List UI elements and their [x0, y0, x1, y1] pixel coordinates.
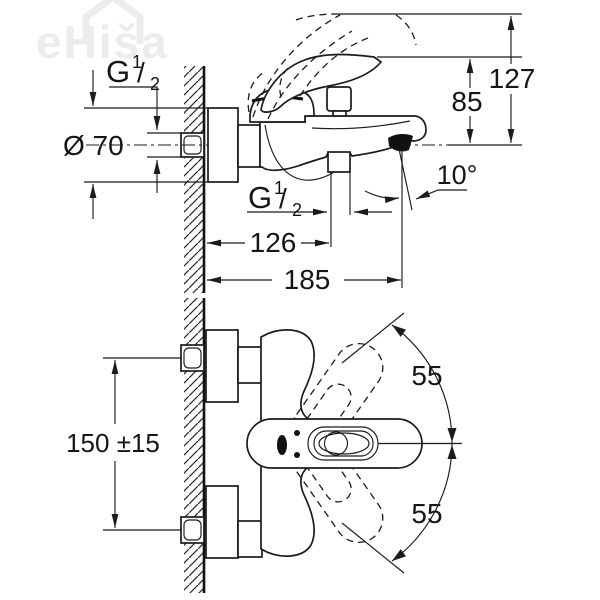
dim-85-label: 85	[451, 86, 482, 117]
dim-85: 85	[451, 59, 483, 143]
watermark: eHiša	[36, 0, 169, 68]
dim-185: 185	[207, 264, 401, 295]
inlet-connection-bottom	[180, 485, 263, 559]
dim-185-label: 185	[284, 264, 331, 295]
swing-arc	[391, 324, 453, 562]
watermark-text: eHiša	[36, 16, 169, 68]
diverter-knob	[326, 86, 352, 112]
inlet-connection-top	[180, 329, 263, 403]
union-connector-side	[237, 124, 261, 168]
dim-thread-top: G 1 / 2	[106, 52, 161, 193]
spout-top-detail-line	[311, 120, 411, 130]
svg-text:/: /	[137, 57, 145, 88]
union-top	[237, 346, 263, 384]
dim-127: 127	[489, 16, 536, 143]
front-view: 150 ±15 55 55	[66, 298, 462, 593]
svg-text:2: 2	[150, 74, 160, 94]
lever-knob-circle	[323, 431, 349, 456]
dim-150-label: 150 ±15	[66, 428, 160, 458]
thread-bottom-label: G	[248, 180, 272, 215]
dot-bottom	[294, 452, 300, 458]
dim-thread-bottom: G 1 / 2	[247, 178, 392, 220]
body-wing-top	[260, 329, 323, 433]
svg-text:1: 1	[132, 52, 142, 72]
dim-10deg-label: 10°	[437, 160, 478, 190]
dim-angle-10: 10°	[364, 160, 478, 204]
wall-hatch-front	[184, 298, 204, 593]
escutcheon-bottom	[205, 485, 239, 559]
dim-diameter: Ø 70	[63, 70, 124, 219]
dim-150: 150 ±15	[66, 357, 182, 531]
handle-raised-dashed	[247, 13, 417, 120]
dim-127-label: 127	[489, 63, 536, 94]
dim-126: 126	[207, 227, 329, 258]
dim-55-bottom-label: 55	[411, 498, 442, 529]
svg-text:1: 1	[274, 178, 284, 198]
thread-top-label: G	[106, 54, 130, 89]
svg-text:/: /	[279, 183, 287, 214]
svg-text:2: 2	[292, 200, 302, 220]
dim-126-label: 126	[250, 227, 297, 258]
side-view: G 1 / 2 Ø 70 85 127 10°	[63, 13, 536, 295]
dim-55-top-label: 55	[411, 360, 442, 391]
wall-hatch	[184, 66, 204, 293]
watermark-house-icon	[82, 0, 144, 44]
shower-outlet-nut	[327, 151, 351, 173]
spout-aerator	[388, 133, 413, 152]
escutcheon-side	[207, 107, 239, 183]
diverter-stem	[332, 110, 347, 117]
union-bottom	[237, 520, 263, 558]
diameter-label: Ø 70	[63, 130, 124, 161]
escutcheon-top	[205, 329, 239, 403]
faucet-body-side	[259, 115, 427, 172]
handle-lever-side	[260, 53, 383, 113]
spout-angle-line	[398, 148, 413, 211]
body-wing-bottom	[260, 453, 323, 557]
indicator-mark	[277, 435, 287, 455]
dot-top	[294, 430, 300, 436]
dim-swing-angles: 55 55	[341, 312, 462, 574]
